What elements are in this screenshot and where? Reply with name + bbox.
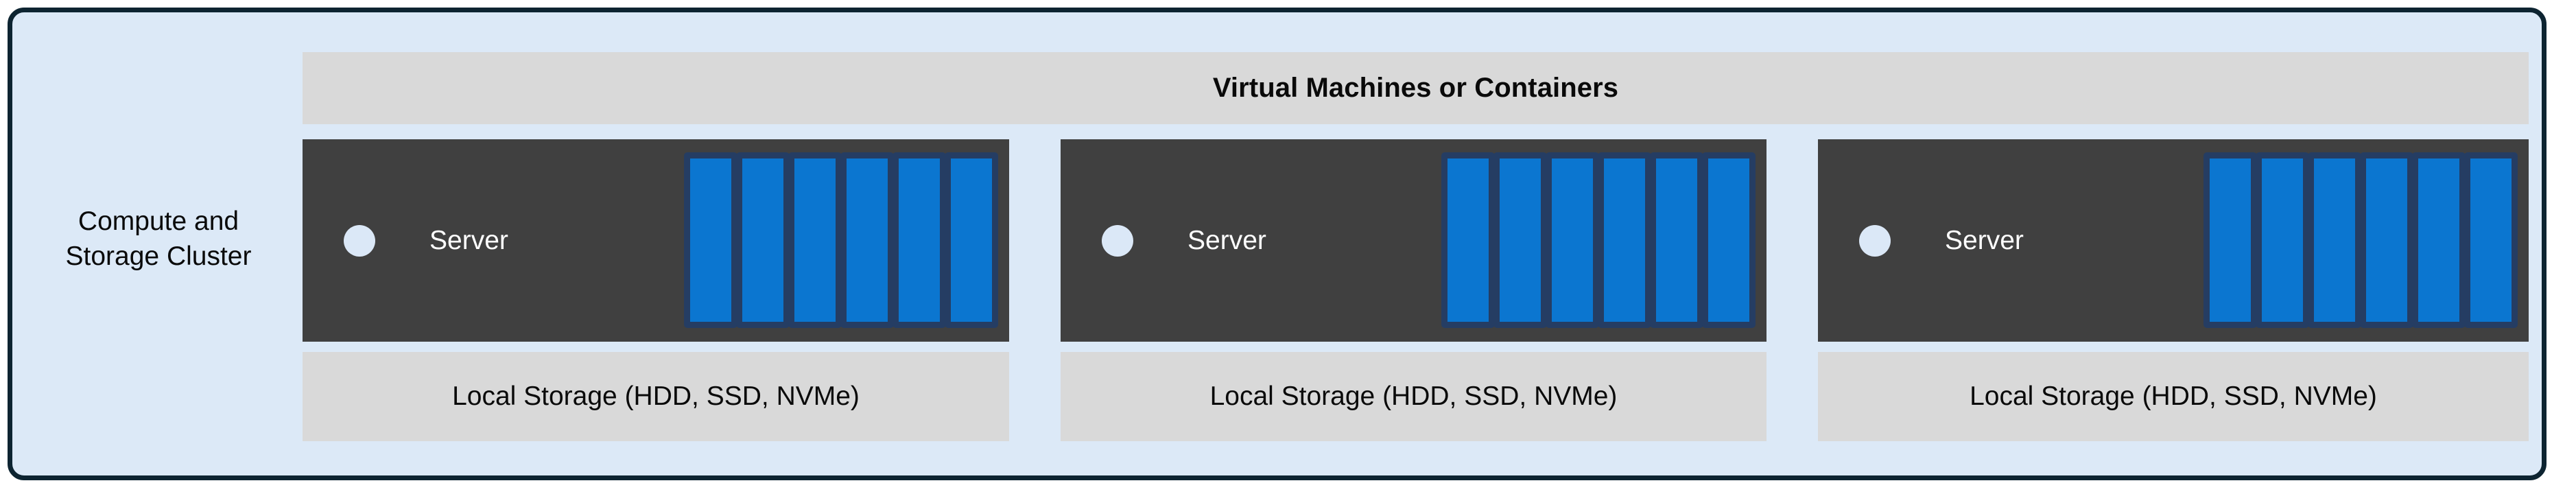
server-label-3: Server xyxy=(1945,225,2024,255)
local-storage-box-2: Local Storage (HDD, SSD, NVMe) xyxy=(1061,352,1766,441)
compute-storage-cluster-frame: Compute and Storage Cluster Virtual Mach… xyxy=(8,8,2547,480)
server-node-3[interactable]: Server xyxy=(1818,139,2529,342)
cluster-side-label: Compute and Storage Cluster xyxy=(65,207,252,271)
disk-rack-3 xyxy=(2203,152,2518,328)
server-label-1: Server xyxy=(429,225,508,255)
status-dot-icon xyxy=(1859,224,1891,257)
disk-bar xyxy=(1441,152,1495,328)
disk-bar xyxy=(788,152,842,328)
disk-bar xyxy=(2256,152,2309,328)
server-node-2[interactable]: Server xyxy=(1061,139,1766,342)
virtual-machines-band-title: Virtual Machines or Containers xyxy=(1212,73,1619,103)
disk-bar xyxy=(736,152,790,328)
disk-bar xyxy=(840,152,894,328)
server-column-1: Server Local Storage (HDD, SSD, NVMe) xyxy=(303,139,1009,441)
disk-bar xyxy=(2412,152,2466,328)
disk-bar xyxy=(1702,152,1756,328)
local-storage-box-1: Local Storage (HDD, SSD, NVMe) xyxy=(303,352,1009,441)
server-column-3: Server Local Storage (HDD, SSD, NVMe) xyxy=(1818,139,2529,441)
status-dot-icon xyxy=(1102,224,1133,257)
server-label-2: Server xyxy=(1187,225,1266,255)
local-storage-label-2: Local Storage (HDD, SSD, NVMe) xyxy=(1209,381,1618,411)
disk-bar xyxy=(1546,152,1599,328)
disk-bar xyxy=(893,152,946,328)
disk-bar xyxy=(2464,152,2518,328)
disk-bar xyxy=(2308,152,2361,328)
disk-bar xyxy=(1598,152,1651,328)
disk-bar xyxy=(684,152,737,328)
status-dot-icon xyxy=(344,224,375,257)
disk-bar xyxy=(2203,152,2257,328)
disk-bar xyxy=(945,152,998,328)
disk-rack-2 xyxy=(1441,152,1756,328)
disk-rack-1 xyxy=(684,152,998,328)
local-storage-box-3: Local Storage (HDD, SSD, NVMe) xyxy=(1818,352,2529,441)
disk-bar xyxy=(1493,152,1547,328)
local-storage-label-1: Local Storage (HDD, SSD, NVMe) xyxy=(452,381,860,411)
server-column-2: Server Local Storage (HDD, SSD, NVMe) xyxy=(1061,139,1766,441)
local-storage-label-3: Local Storage (HDD, SSD, NVMe) xyxy=(1970,381,2377,411)
virtual-machines-band: Virtual Machines or Containers xyxy=(303,52,2529,124)
server-node-1[interactable]: Server xyxy=(303,139,1009,342)
disk-bar xyxy=(1650,152,1703,328)
disk-bar xyxy=(2360,152,2413,328)
